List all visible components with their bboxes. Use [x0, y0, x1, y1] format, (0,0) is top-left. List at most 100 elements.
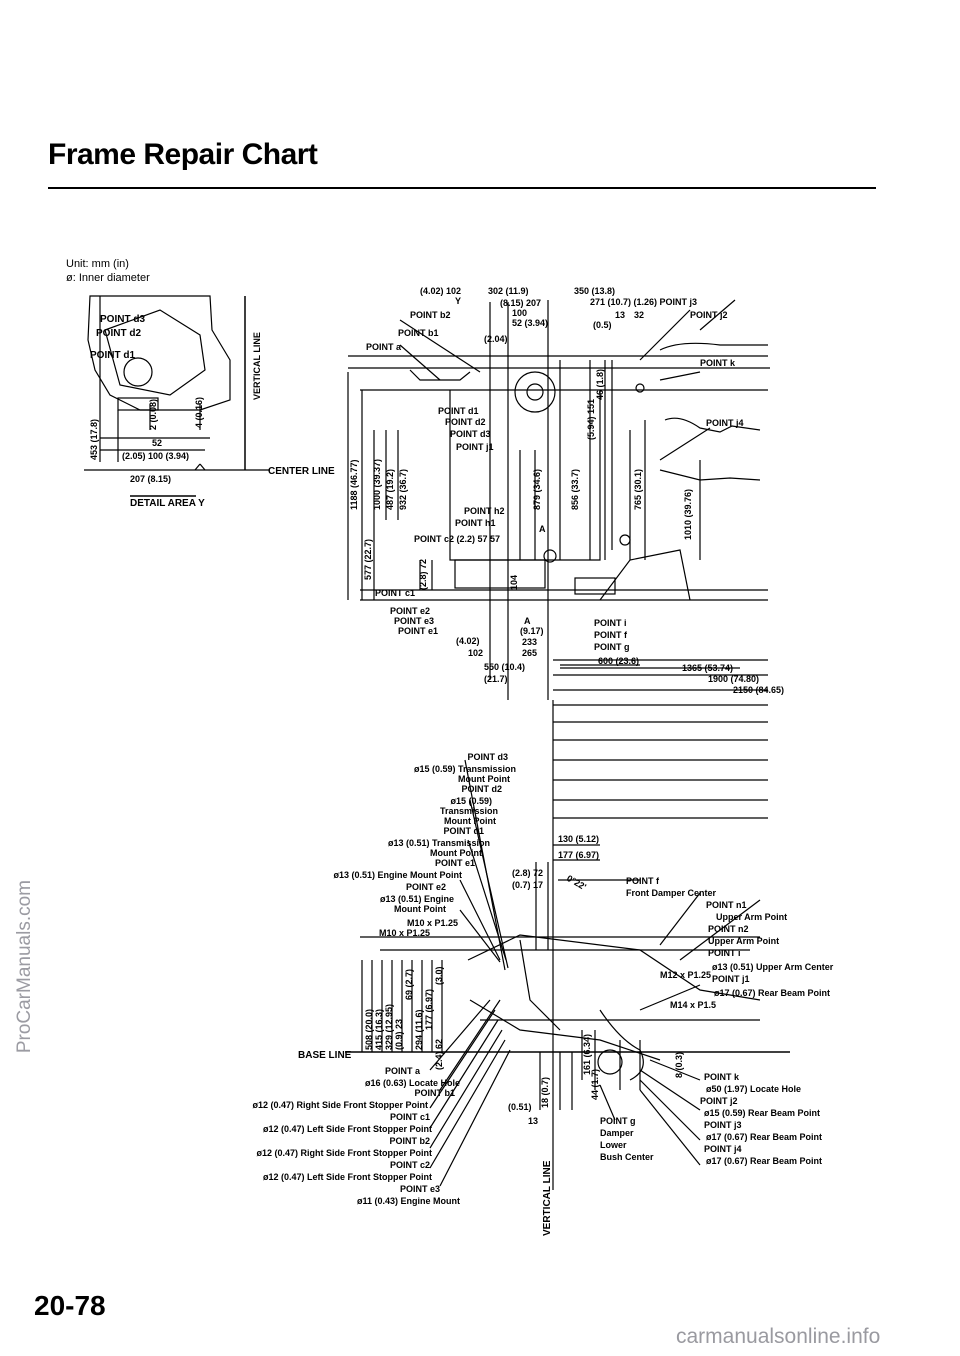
side-dim-294: 294 (11.6) [414, 1009, 424, 1050]
note-d2-desc3: Mount Point [444, 816, 496, 826]
side-dims: 130 (5.12) 177 (6.97) (2.8) 72 (0.7) 17 … [298, 834, 684, 1236]
note-point-d3: POINT d3 [467, 752, 508, 762]
dim-28: (2.8) 72 [418, 559, 428, 590]
note-point-j1: POINT j1 [712, 974, 750, 984]
side-dim-130v: (3.0) [434, 966, 444, 985]
note-point-n1: POINT n1 [706, 900, 747, 910]
dim-1365: 1365 (53.74) [682, 663, 733, 673]
note-point-b2: POINT b2 [389, 1136, 430, 1146]
top-point-h2: POINT h2 [464, 506, 505, 516]
dim-271: 271 (10.7) (1.26) POINT j3 [590, 297, 697, 307]
side-dim-18: 18 (0.7) [540, 1077, 550, 1108]
note-g-bush: Bush Center [600, 1152, 654, 1162]
dim-1188: 1188 (46.77) [349, 459, 359, 510]
note-point-i: POINT i [708, 948, 741, 958]
dim-1900: 1900 (74.80) [708, 674, 759, 684]
note-j3-desc: ø17 (0.67) Rear Beam Point [706, 1132, 822, 1142]
top-point-d1: POINT d1 [438, 406, 479, 416]
note-thread-1: M10 x P1.25 [407, 918, 458, 928]
note-j1-desc: ø17 (0.67) Rear Beam Point [714, 988, 830, 998]
note-i-desc: ø13 (0.51) Upper Arm Center [712, 962, 834, 972]
top-point-j1: POINT j1 [456, 442, 494, 452]
top-point-b1: POINT b1 [398, 328, 439, 338]
side-right-notes: POINT f Front Damper Center POINT n1 Upp… [626, 876, 834, 1010]
y-mark: Y [455, 296, 461, 306]
note-b2-desc: ø12 (0.47) Right Side Front Stopper Poin… [256, 1148, 432, 1158]
note-point-a: POINT a [385, 1066, 421, 1076]
note-a-desc: ø16 (0.63) Locate Hole [365, 1078, 460, 1088]
note-point-e1: POINT e1 [435, 858, 475, 868]
detail-point-d1: POINT d1 [90, 350, 135, 361]
side-dim-051: (0.51) [508, 1102, 532, 1112]
center-line-label: CENTER LINE [268, 466, 335, 477]
top-point-h1: POINT h1 [455, 518, 496, 528]
dim-402: (4.02) 102 [420, 286, 461, 296]
note-point-j4: POINT j4 [704, 1144, 742, 1154]
side-dim-130: 130 (5.12) [558, 834, 599, 844]
section-a-top: A [539, 524, 546, 534]
side-dim-329: 329 (12.95) [384, 1004, 394, 1050]
side-left-notes: POINT d3 ø15 (0.59) Transmission Mount P… [333, 752, 516, 938]
dim-1000: 1000 (39.37) [372, 459, 382, 510]
side-dim-177v: 177 (6.97) [424, 989, 434, 1030]
diameter-line: ø: Inner diameter [66, 272, 150, 284]
side-dim-07: (0.7) 17 [512, 880, 543, 890]
note-point-j3: POINT j3 [704, 1120, 742, 1130]
note-e2-desc2: Mount Point [394, 904, 446, 914]
top-point-d3: POINT d3 [450, 429, 491, 439]
dim-13: 13 [615, 310, 625, 320]
dim-350: 350 (13.8) [574, 286, 615, 296]
dim-204: (2.04) [484, 334, 508, 344]
detail-dim-100: (2.05) 100 (3.94) [122, 451, 189, 461]
base-line-label: BASE LINE [298, 1050, 352, 1061]
top-point-e2: POINT e2 [390, 606, 430, 616]
note-n2-desc: Upper Arm Point [708, 936, 779, 946]
note-thread-m12: M12 x P1.25 [660, 970, 711, 980]
note-point-k: POINT k [704, 1072, 740, 1082]
top-point-c2: POINT c2 (2.2) 57 57 [414, 534, 500, 544]
dim-2150: 2150 (84.65) [733, 685, 784, 695]
dim-302: 302 (11.9) [488, 286, 529, 296]
note-c1-desc: ø12 (0.47) Left Side Front Stopper Point [263, 1124, 432, 1134]
note-f-desc: Front Damper Center [626, 888, 717, 898]
detail-vertical-line: VERTICAL LINE [252, 332, 262, 400]
detail-dim-207: 207 (8.15) [130, 474, 171, 484]
top-point-g: POINT g [594, 642, 630, 652]
side-dim-44: 44 (1.7) [590, 1069, 600, 1100]
top-view-drawing [347, 299, 770, 1190]
unit-note: Unit: mm (in) ø: Inner diameter [66, 257, 150, 285]
dim-233: 233 [522, 637, 537, 647]
top-point-c1: POINT c1 [375, 588, 415, 598]
dim-104: 104 [509, 575, 519, 590]
detail-area-drawing [84, 295, 270, 497]
note-g-damper: Damper [600, 1128, 634, 1138]
side-angle: 0°22' [565, 873, 588, 892]
note-j4-desc: ø17 (0.67) Rear Beam Point [706, 1156, 822, 1166]
note-point-n2: POINT n2 [708, 924, 749, 934]
note-g-lower: Lower [600, 1140, 627, 1150]
side-dim-13: 13 [528, 1116, 538, 1126]
note-d3-desc2: Mount Point [458, 774, 510, 784]
dim-52: 52 (3.94) [512, 318, 548, 328]
note-k-desc: ø50 (1.97) Locate Hole [706, 1084, 801, 1094]
top-point-a: POINT a [366, 342, 402, 352]
page-title: Frame Repair Chart [48, 138, 318, 171]
side-dim-24: (2.4) 62 [434, 1039, 444, 1070]
dim-765: 765 (30.1) [633, 469, 643, 510]
detail-dim-2: 2 (0.08) [148, 399, 158, 430]
note-point-f: POINT f [626, 876, 660, 886]
note-point-j2: POINT j2 [700, 1096, 738, 1106]
side-dim-161: 161 (6.34) [582, 1034, 592, 1075]
unit-line: Unit: mm (in) [66, 258, 129, 270]
dim-577: 577 (22.7) [363, 539, 373, 580]
note-d2-desc: ø15 (0.59) [450, 796, 492, 806]
note-e2-desc: ø13 (0.51) Engine [380, 894, 454, 904]
detail-dim-4: 4 (0.16) [194, 397, 204, 428]
note-point-b1: POINT b1 [414, 1088, 455, 1098]
top-point-k: POINT k [700, 358, 736, 368]
bottom-right-notes: POINT k ø50 (1.97) Locate Hole POINT j2 … [700, 1072, 822, 1166]
note-point-c1: POINT c1 [390, 1112, 430, 1122]
page-number: 20-78 [34, 1290, 106, 1321]
note-c2-desc: ø12 (0.47) Left Side Front Stopper Point [263, 1172, 432, 1182]
top-point-j4: POINT j4 [706, 418, 744, 428]
